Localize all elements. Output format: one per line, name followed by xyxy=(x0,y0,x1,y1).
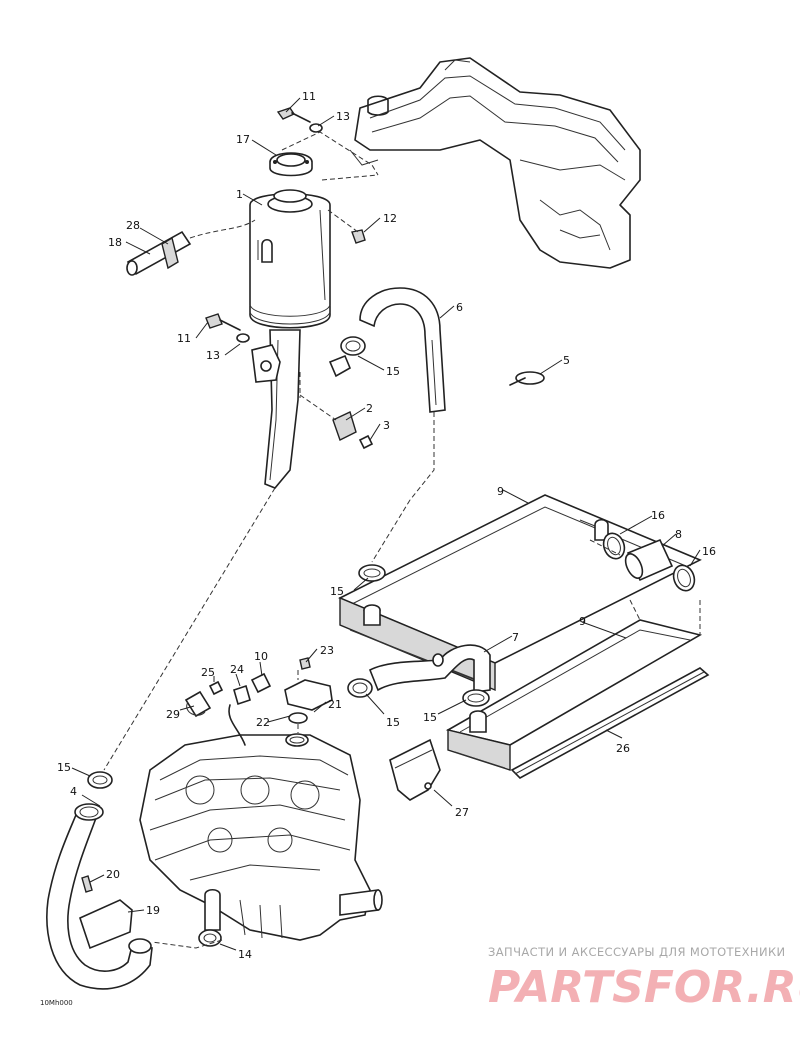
callout-15-lower: 15 xyxy=(423,711,437,724)
overflow-tube xyxy=(126,219,256,276)
callout-5: 5 xyxy=(563,354,570,367)
mounting-bracket-27 xyxy=(389,738,441,801)
callout-4: 4 xyxy=(70,785,77,798)
callout-19: 19 xyxy=(146,904,160,917)
radiator-lower xyxy=(445,599,703,771)
callout-16-left: 16 xyxy=(651,509,665,522)
drawing-code: 10Mh000 xyxy=(40,999,73,1007)
callout-23: 23 xyxy=(320,644,334,657)
connector-hose-8 xyxy=(624,538,674,582)
screw-middle xyxy=(205,313,250,343)
callout-13-top: 13 xyxy=(336,110,350,123)
hose-clamp-lower xyxy=(347,564,490,707)
callout-11-top: 11 xyxy=(302,90,316,103)
callout-6: 6 xyxy=(456,301,463,314)
callout-12: 12 xyxy=(383,212,397,225)
callout-14: 14 xyxy=(238,948,252,961)
callout-17: 17 xyxy=(236,133,250,146)
callout-7: 7 xyxy=(512,631,519,644)
callout-24: 24 xyxy=(230,663,244,676)
hose-clamp-upper xyxy=(328,336,366,378)
callout-10: 10 xyxy=(254,650,268,663)
watermark-logo: PARTSFOR.RU xyxy=(488,962,800,1013)
callout-1: 1 xyxy=(236,188,243,201)
callout-25: 25 xyxy=(201,666,215,679)
coolant-pipe-4 xyxy=(46,803,153,990)
leader-lines xyxy=(71,97,701,951)
upper-hose xyxy=(359,287,446,413)
watermark: ЗАПЧАСТИ И АКСЕССУАРЫ ДЛЯ МОТОТЕХНИКИ PA… xyxy=(488,945,800,1013)
callout-labels: 1 2 3 4 5 6 7 8 9 9 10 11 11 12 13 13 14… xyxy=(57,90,716,961)
radiator-cap xyxy=(269,152,313,177)
washer-top xyxy=(309,123,323,133)
callout-15-radiator: 15 xyxy=(330,585,344,598)
callout-11-middle: 11 xyxy=(177,332,191,345)
hose-clip-5 xyxy=(509,371,545,386)
temperature-sensor xyxy=(184,672,272,746)
callout-20: 20 xyxy=(106,868,120,881)
hose-clamp-left xyxy=(87,771,222,947)
callout-8: 8 xyxy=(675,528,682,541)
engine xyxy=(139,734,383,941)
watermark-caption: ЗАПЧАСТИ И АКСЕССУАРЫ ДЛЯ МОТОТЕХНИКИ xyxy=(488,945,786,959)
callout-26: 26 xyxy=(616,742,630,755)
hose-clamp-16 xyxy=(602,532,696,592)
screw-top xyxy=(276,107,311,123)
screw-12 xyxy=(351,229,366,244)
assembly-lines xyxy=(103,131,621,949)
bracket-2 xyxy=(299,394,374,450)
callout-9-lower: 9 xyxy=(579,615,586,628)
callout-9-upper: 9 xyxy=(497,485,504,498)
pipe-bracket-19 xyxy=(79,875,133,950)
callout-15-hose7: 15 xyxy=(386,716,400,729)
callout-22: 22 xyxy=(256,716,270,729)
coolant-expansion-tank xyxy=(249,189,331,489)
callout-2: 2 xyxy=(366,402,373,415)
chassis-frame xyxy=(349,57,641,269)
callout-27: 27 xyxy=(455,806,469,819)
callout-21: 21 xyxy=(328,698,342,711)
callout-15-upper: 15 xyxy=(386,365,400,378)
callout-18: 18 xyxy=(108,236,122,249)
callout-13-middle: 13 xyxy=(206,349,220,362)
callout-16-right: 16 xyxy=(702,545,716,558)
callout-3: 3 xyxy=(383,419,390,432)
thermostat-housing xyxy=(284,657,333,747)
callout-15-left: 15 xyxy=(57,761,71,774)
slide-rail xyxy=(510,667,710,779)
callout-28: 28 xyxy=(126,219,140,232)
callout-29: 29 xyxy=(166,708,180,721)
